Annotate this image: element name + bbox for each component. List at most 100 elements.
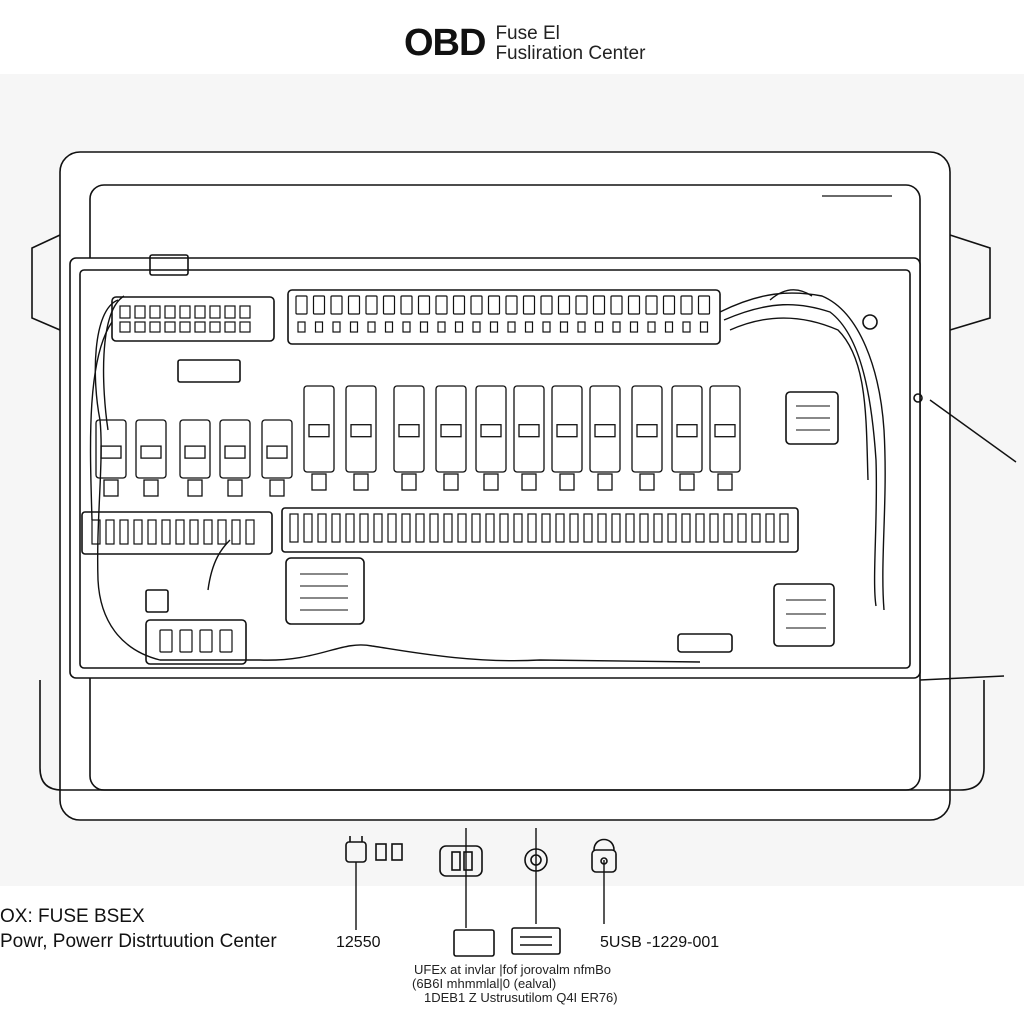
connector-pin — [224, 321, 236, 333]
mini-fuse-base — [384, 321, 394, 333]
relay — [589, 385, 621, 473]
relay-label — [636, 424, 658, 438]
relay-terminal — [227, 479, 243, 497]
mini-fuse — [312, 295, 326, 315]
mini-fuse-base — [332, 321, 341, 333]
relay-terminal — [187, 479, 203, 497]
cartridge-fuse — [359, 513, 369, 543]
mini-fuse — [330, 295, 343, 315]
mini-fuse — [452, 295, 466, 315]
block-fuse — [217, 519, 227, 545]
mini-fuse — [697, 295, 711, 315]
relay-terminal — [639, 473, 655, 491]
mini-fuse-base — [402, 321, 411, 333]
relay-row — [95, 385, 741, 497]
cartridge-fuse — [499, 513, 509, 543]
mini-fuse — [347, 295, 361, 315]
relay — [95, 419, 127, 479]
center-module — [285, 557, 365, 625]
mini-fuse-base — [314, 321, 324, 333]
mini-fuse — [435, 295, 448, 315]
mini-fuse-base — [507, 321, 516, 333]
relay-label — [350, 424, 372, 438]
relay — [435, 385, 467, 473]
mini-fuse — [470, 295, 483, 315]
relay-terminal — [483, 473, 499, 491]
connector-pin — [194, 321, 206, 333]
cartridge-fuse — [415, 513, 425, 543]
connector-pin — [179, 321, 191, 333]
block-fuse — [105, 519, 115, 545]
cartridge-fuse — [513, 513, 523, 543]
mini-fuse — [680, 295, 693, 315]
lock-connector-icon — [591, 838, 617, 873]
mini-fuse-base — [542, 321, 551, 333]
mini-fuse — [575, 295, 588, 315]
mini-fuse — [645, 295, 658, 315]
note-line-1: UFEx at invlar |fof jorovalm nfmBo — [414, 962, 611, 977]
mini-fuse-base — [577, 321, 586, 333]
relay-label — [594, 424, 616, 438]
ring-terminal-icon — [524, 848, 548, 872]
left-connector — [111, 296, 275, 342]
plug-icon — [345, 836, 403, 863]
block-fuse — [91, 519, 101, 545]
mini-fuse-base — [367, 321, 376, 333]
right-module-bottom — [773, 583, 835, 647]
relay-terminal — [269, 479, 285, 497]
relay-label — [480, 424, 502, 438]
mini-fuse — [505, 295, 518, 315]
cartridge-fuse — [779, 513, 789, 543]
cartridge-fuse — [597, 513, 607, 543]
relay-terminal — [679, 473, 695, 491]
cartridge-fuse — [695, 513, 705, 543]
connector-pin — [119, 305, 131, 319]
cartridge-fuse — [667, 513, 677, 543]
mini-fuse — [557, 295, 571, 315]
cartridge-fuse — [457, 513, 467, 543]
mounting-hole — [862, 314, 878, 330]
mini-fuse — [592, 295, 606, 315]
relay-terminal — [443, 473, 459, 491]
mini-fuse-base — [612, 321, 621, 333]
relay-label — [518, 424, 540, 438]
mini-fuse — [400, 295, 413, 315]
mini-fuse-row — [295, 295, 711, 333]
legend-box-1 — [453, 929, 495, 957]
lower-left-module — [145, 619, 247, 665]
connector-pin — [164, 305, 176, 319]
mini-fuse — [417, 295, 431, 315]
mini-fuse-base — [682, 321, 691, 333]
relay-terminal — [559, 473, 575, 491]
relay-terminal — [597, 473, 613, 491]
relay-terminal — [521, 473, 537, 491]
mini-fuse — [662, 295, 676, 315]
cartridge-fuse — [723, 513, 733, 543]
relay — [475, 385, 507, 473]
relay — [709, 385, 741, 473]
cartridge-fuse — [401, 513, 411, 543]
relay-terminal — [143, 479, 159, 497]
connector-pin — [194, 305, 206, 319]
fuse-plate — [69, 257, 921, 679]
block-fuse — [161, 519, 171, 545]
relay-label — [308, 424, 330, 438]
mini-fuse-base — [419, 321, 429, 333]
small-bracket — [145, 589, 169, 613]
relay-label — [440, 424, 462, 438]
cartridge-fuse — [289, 513, 299, 543]
relay-label — [398, 424, 420, 438]
fuse-icon — [439, 845, 483, 877]
relay-terminal — [401, 473, 417, 491]
mini-fuse-base — [454, 321, 464, 333]
left-block-fuses — [91, 519, 255, 545]
mini-fuse-base — [559, 321, 569, 333]
connector-latch — [149, 254, 189, 276]
mini-fuse — [365, 295, 378, 315]
relay — [551, 385, 583, 473]
connector-clip — [177, 359, 241, 383]
connector-pin — [209, 321, 221, 333]
relay-label — [224, 445, 246, 459]
cartridge-fuse — [471, 513, 481, 543]
